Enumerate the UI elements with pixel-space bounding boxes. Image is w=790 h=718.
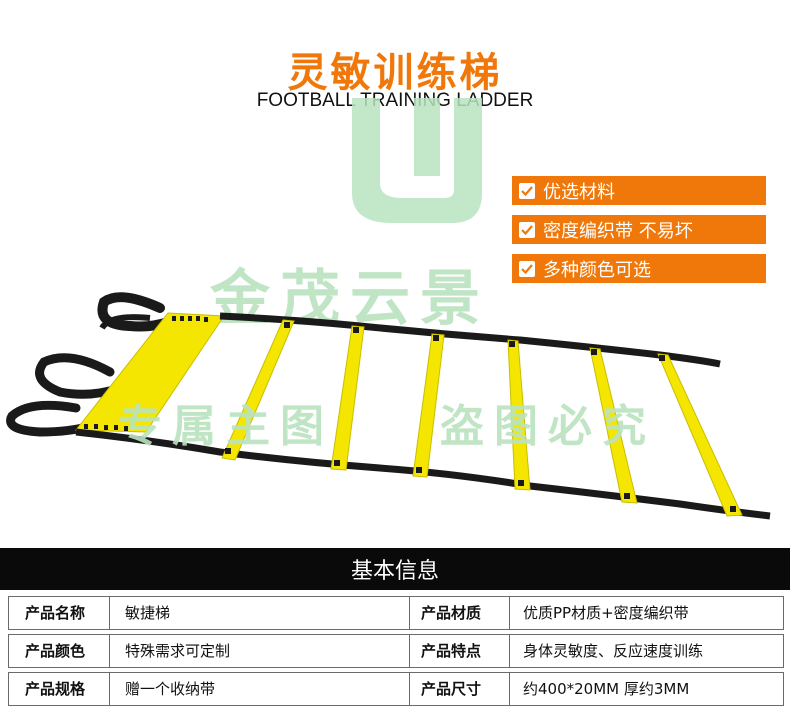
info-label: 产品规格	[25, 680, 86, 698]
info-label: 产品特点	[421, 642, 482, 660]
feature-label: 多种颜色可选	[543, 259, 651, 281]
feature-item: 优选材料	[512, 176, 766, 205]
feature-item: 多种颜色可选	[512, 254, 766, 283]
info-value: 赠一个收纳带	[125, 680, 216, 698]
feature-item: 密度编织带 不易坏	[512, 215, 766, 244]
check-icon	[519, 221, 535, 238]
info-value: 约400*20MM 厚约3MM	[523, 680, 690, 698]
feature-label: 优选材料	[543, 181, 615, 203]
feature-label: 密度编织带 不易坏	[543, 220, 693, 242]
feature-list: 优选材料 密度编织带 不易坏 多种颜色可选	[512, 176, 766, 293]
check-icon	[519, 182, 535, 199]
watermark-logo-icon	[352, 98, 482, 223]
product-title: 灵敏训练梯	[287, 50, 503, 96]
info-label: 产品颜色	[25, 642, 86, 660]
info-value: 特殊需求可定制	[125, 642, 231, 660]
agility-ladder-image	[6, 292, 771, 520]
watermark-slogan-left: 专属主图	[118, 401, 334, 452]
table-row: 产品规格 赠一个收纳带 产品尺寸 约400*20MM 厚约3MM	[8, 672, 784, 706]
watermark-slogan-right: 盗图必究	[440, 401, 656, 452]
info-value: 优质PP材质+密度编织带	[523, 604, 689, 622]
info-value: 敏捷梯	[125, 604, 171, 622]
info-section-header: 基本信息	[0, 548, 790, 590]
info-value: 身体灵敏度、反应速度训练	[523, 642, 704, 660]
info-label: 产品材质	[421, 604, 482, 622]
table-row: 产品名称 敏捷梯 产品材质 优质PP材质+密度编织带	[8, 596, 784, 630]
info-label: 产品名称	[25, 604, 86, 622]
table-row: 产品颜色 特殊需求可定制 产品特点 身体灵敏度、反应速度训练	[8, 634, 784, 668]
check-icon	[519, 260, 535, 277]
info-label: 产品尺寸	[421, 680, 482, 698]
